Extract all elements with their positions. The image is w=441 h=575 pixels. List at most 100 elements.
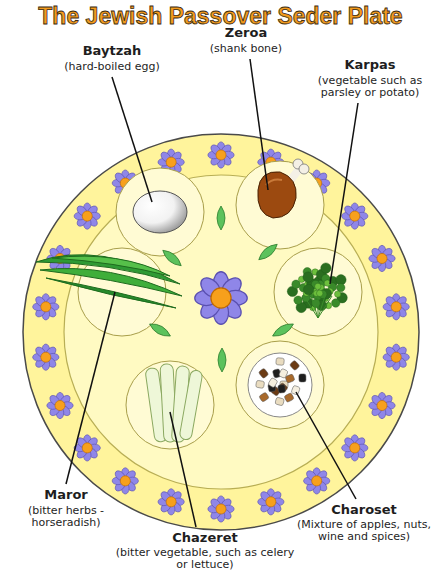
flower-center [82,211,92,221]
flower [304,468,330,494]
parsley-sprig [321,263,331,273]
item-description: (vegetable such as parsley or potato) [305,75,435,99]
title: The Jewish Passover Seder Plate [0,3,441,30]
herb-leaf [46,278,176,308]
parsley-sprig [316,290,322,296]
maror-herbs [36,255,182,308]
flower-center [216,150,226,160]
flower [33,294,59,320]
flower-center [350,443,360,453]
leader-line [66,292,115,484]
flower [258,489,284,515]
bone-knob [299,164,309,174]
karpas-dish [274,248,362,336]
charoset-chunk [256,380,265,388]
charoset-dish [236,341,324,429]
leader-lines [66,59,358,527]
flower-center [216,504,226,514]
parsley-stem [304,296,318,318]
parsley-sprig [294,296,302,304]
flower [33,344,59,370]
flower-center [120,476,130,486]
item-description: (shank bone) [186,43,306,55]
charoset-chunk [278,384,286,393]
parsley-stem [311,296,318,318]
charoset-bowl [248,353,312,417]
shank-highlight [266,180,282,185]
flower [208,142,234,168]
charoset-chunk [268,377,278,387]
item-description: (bitter vegetable, such as celery or let… [115,547,295,571]
flower-center [55,400,65,410]
flower [383,294,409,320]
parsley-sprig [303,284,313,294]
leaf [160,247,184,269]
flower [369,392,395,418]
charoset-chunk [259,392,269,402]
charoset-chunk [299,374,306,382]
parsley-sprig [303,272,313,282]
flower [195,272,248,325]
parsley [287,263,347,318]
flower-center [41,352,51,362]
flower-center [211,288,231,308]
flower [47,392,73,418]
leaf [271,321,296,340]
shank-dish [236,161,324,249]
flower-center [166,497,176,507]
charoset-chunk [291,385,300,395]
flower-center [377,400,387,410]
flower [342,203,368,229]
leaf [217,206,225,230]
flower-center [391,352,401,362]
flower [342,435,368,461]
item-name: Karpas [320,58,420,73]
item-name: Baytzah [52,44,172,59]
leader-line [296,392,356,499]
herb-leaf [52,256,170,276]
egg-dish [116,168,204,256]
flower [74,203,100,229]
flower-center [391,302,401,312]
parsley-sprig [334,291,340,297]
flower-center [266,497,276,507]
flower [369,245,395,271]
leader-line [112,77,152,202]
flower-center [166,157,176,167]
charoset-chunk [289,360,300,371]
leaf [218,348,226,372]
parsley-stem [318,296,319,318]
flower [383,344,409,370]
chazeret-dish [126,361,214,449]
flower-center [41,302,51,312]
charoset-chunk [284,393,294,403]
parsley-stem [318,296,332,318]
flower [112,468,138,494]
plate-rim [23,134,419,530]
item-description: (bitter herbs - horseradish) [14,505,118,529]
item-name: Zeroa [196,26,296,41]
flower-center [82,443,92,453]
charoset-chunk [275,397,285,406]
flower [208,496,234,522]
charoset-chunk [285,374,295,383]
item-name: Chazeret [145,531,265,546]
parsley-sprig [315,283,321,289]
item-description: (Mixture of apples, nuts, wine and spice… [292,519,436,543]
stalk [179,369,203,440]
plate-center [64,175,378,489]
leader-line [250,59,268,190]
item-name: Maror [16,488,116,503]
charoset-chunk [278,382,289,393]
item-name: Charoset [309,503,419,518]
charoset-mixture [256,358,306,406]
charoset-chunk [258,368,268,379]
parsley-sprig [332,299,340,307]
center-flower [195,272,248,325]
egg [133,191,187,233]
parsley-stem [318,296,325,318]
leader-line [330,103,358,284]
shank-meat [258,172,296,218]
leaf [148,321,173,340]
charoset-chunk [276,358,285,366]
